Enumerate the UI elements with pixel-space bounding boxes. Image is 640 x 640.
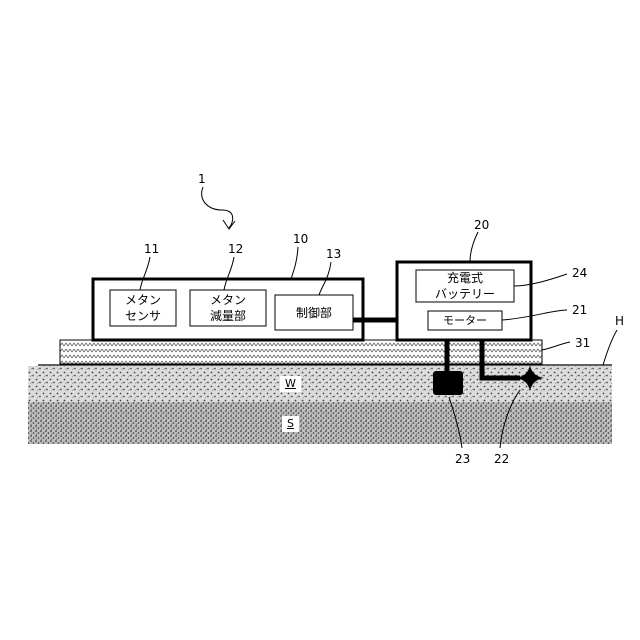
weight-block (433, 371, 463, 395)
float-base (60, 340, 542, 364)
ref-12: 12 (228, 242, 243, 256)
ref-23: 23 (455, 452, 470, 466)
methane-reducer-label: メタン 減量部 (190, 290, 266, 326)
soil-layer-tag: S (282, 416, 299, 432)
methane-sensor-line2: センサ (125, 308, 161, 324)
leader-20 (470, 232, 478, 262)
leader-1 (202, 187, 233, 228)
battery-line1: 充電式 (447, 270, 483, 286)
ref-21: 21 (572, 303, 587, 317)
battery-label: 充電式 バッテリー (416, 270, 514, 302)
controller-text: 制御部 (296, 305, 332, 321)
leader-10 (291, 247, 298, 279)
methane-sensor-label: メタン センサ (110, 290, 176, 326)
ref-20: 20 (474, 218, 489, 232)
controller-label: 制御部 (275, 295, 353, 330)
soil-layer (28, 402, 612, 444)
battery-line2: バッテリー (435, 286, 495, 302)
ref-1: 1 (198, 172, 206, 186)
methane-reducer-line2: 減量部 (210, 308, 246, 324)
motor-text: モーター (443, 313, 487, 329)
ref-11: 11 (144, 242, 159, 256)
water-layer-tag: W (280, 376, 301, 392)
leader-31 (542, 342, 570, 350)
water-layer (28, 366, 612, 402)
ref-13: 13 (326, 247, 341, 261)
ref-22: 22 (494, 452, 509, 466)
ref-24: 24 (572, 266, 587, 280)
ref-31: 31 (575, 336, 590, 350)
motor-label: モーター (428, 311, 502, 330)
ref-10: 10 (293, 232, 308, 246)
leader-H (603, 330, 617, 365)
ref-H: H (615, 314, 624, 328)
methane-reducer-line1: メタン (210, 292, 246, 308)
methane-sensor-line1: メタン (125, 292, 161, 308)
